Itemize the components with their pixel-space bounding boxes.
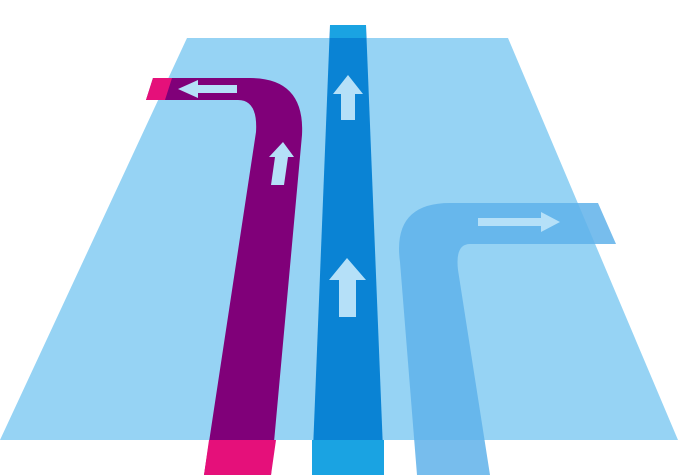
- straight-lane-bottom: [312, 440, 384, 475]
- straight-lane-top: [330, 25, 366, 38]
- left-turn-lane-bottom: [204, 440, 276, 475]
